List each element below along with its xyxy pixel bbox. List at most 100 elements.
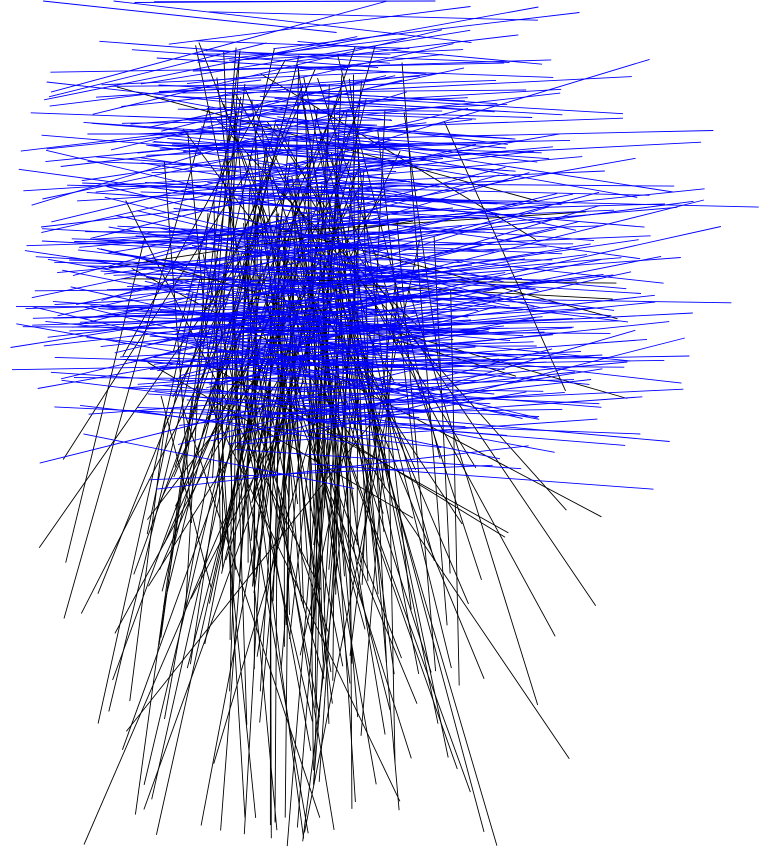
black-line [302, 393, 359, 842]
blue-line [338, 139, 674, 193]
black-line [304, 401, 390, 833]
blue-line [74, 241, 336, 246]
black-line [233, 411, 309, 834]
blue-line [286, 141, 702, 164]
blue-line [180, 285, 532, 377]
black-line [314, 323, 320, 708]
blue-line [146, 144, 463, 190]
blue-line [177, 108, 443, 112]
blue-line [260, 243, 591, 299]
blue-line [159, 139, 571, 150]
blue-line [137, 358, 500, 385]
blue-line [121, 72, 443, 107]
blue-line [189, 341, 534, 354]
blue-line [41, 134, 398, 165]
blue-line [127, 366, 450, 389]
blue-line [299, 76, 632, 94]
blue-line [215, 170, 605, 189]
black-line [220, 379, 256, 831]
blue-line [255, 316, 543, 342]
black-line [360, 287, 399, 736]
blue-line [180, 319, 472, 336]
blue-line [186, 53, 443, 85]
blue-line [67, 184, 345, 192]
blue-line [82, 182, 290, 192]
blue-line [208, 11, 539, 21]
black-line [443, 121, 567, 392]
black-line [151, 330, 258, 800]
blue-line [263, 301, 656, 343]
black-line [450, 289, 460, 686]
blue-line [210, 398, 501, 460]
blue-line [180, 272, 506, 323]
blue-line [283, 117, 623, 131]
blue-line [144, 280, 427, 346]
blue-line [197, 37, 406, 63]
black-line [244, 398, 325, 679]
black-line [363, 196, 372, 495]
black-line [258, 406, 321, 717]
blue-line [219, 206, 550, 307]
blue-line [329, 196, 759, 208]
blue-line [243, 150, 535, 187]
blue-line [200, 190, 418, 195]
blue-line [129, 124, 376, 135]
blue-line [218, 123, 538, 163]
blue-line [146, 277, 419, 304]
blue-line [144, 182, 451, 201]
black-line [299, 403, 356, 656]
blue-line [90, 143, 477, 239]
blue-line [76, 227, 425, 306]
blue-line [158, 79, 497, 92]
black-line [134, 397, 193, 815]
black-line [301, 97, 362, 434]
blue-line [23, 168, 381, 192]
blue-line [281, 209, 641, 260]
blue-line [73, 377, 477, 381]
blue-line [269, 58, 650, 175]
blue-line [154, 390, 449, 404]
blue-line [257, 323, 631, 362]
blue-line [141, 162, 455, 213]
blue-line [192, 59, 552, 72]
blue-line [121, 119, 392, 124]
blue-line [88, 387, 431, 415]
blue-line [123, 358, 434, 389]
black-line [357, 352, 369, 582]
blue-line [283, 199, 705, 306]
blue-line [18, 168, 321, 211]
blue-line [195, 40, 410, 49]
blue-line [61, 379, 325, 413]
blue-line [157, 332, 511, 356]
blue-line [71, 309, 378, 328]
blue-line [177, 348, 553, 445]
blue-line [154, 96, 391, 141]
blue-line [31, 216, 419, 299]
blue-line [173, 337, 523, 419]
blue-line [167, 137, 411, 163]
blue-line [234, 228, 557, 299]
blue-line [264, 312, 693, 336]
blue-line [25, 299, 332, 310]
blue-line [336, 130, 714, 140]
blue-line [205, 306, 497, 389]
blue-line [186, 399, 540, 418]
blue-line [209, 328, 490, 385]
blue-line [32, 313, 391, 326]
blue-line [107, 207, 453, 242]
blue-line [173, 95, 403, 109]
blue-line [298, 241, 563, 255]
black-line [271, 273, 317, 466]
blue-line [324, 272, 615, 311]
blue-line [280, 246, 547, 261]
blue-line [297, 34, 519, 62]
blue-line [80, 404, 442, 449]
blue-line [271, 111, 477, 120]
blue-line [149, 335, 466, 358]
blue-line [211, 330, 611, 334]
blue-line [230, 379, 575, 390]
blue-line [154, 299, 497, 334]
blue-line [101, 172, 530, 301]
blue-line [45, 149, 282, 207]
